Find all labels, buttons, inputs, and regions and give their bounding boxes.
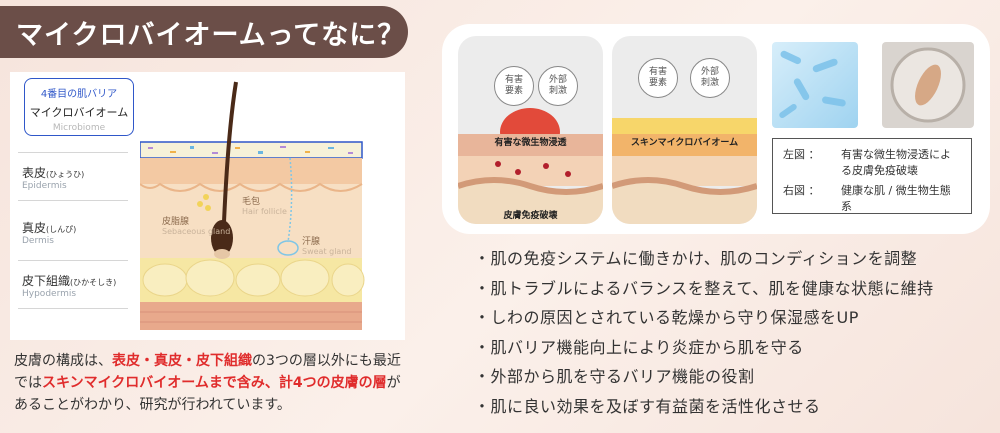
healthy-skin-illustration: 有害 要素 外部 刺激 スキンマイクロバイオーム [612,36,757,224]
harmful-factor-bubble: 有害 要素 [638,58,678,98]
bacteria-image [779,50,846,119]
bacteria-photo [772,42,858,128]
callout-en: Microbiome [52,123,106,133]
layer-label-dermis: 真皮(しんぴ) Dermis [22,221,77,246]
divider [18,308,128,309]
comparison-panel: 有害 要素 外部 刺激 有害な微生物浸透 皮膚免疫破壊 有害 要素 外部 刺激 … [442,24,990,234]
cream-image [882,42,974,128]
damaged-skin-graphic [458,108,603,224]
external-stimulus-bubble: 外部 刺激 [690,58,730,98]
skin-cross-section [140,81,365,330]
layer-label-hypodermis: 皮下組織(ひかそしき) Hypodermis [22,274,117,299]
skin-description: 皮膚の構成は、表皮・真皮・皮下組織の3つの層以外にも最近ではスキンマイクロバイオ… [14,353,401,413]
list-item: 肌バリア機能向上により炎症から肌を守る [474,333,994,363]
list-item: 肌の免疫システムに働きかけ、肌のコンディションを調整 [474,244,994,274]
divider [18,152,128,153]
hair-follicle-tag: 毛包 Hair follicle [242,197,287,216]
list-item: しわの原因とされている乾燥から守り保湿感をUP [474,303,994,333]
comparison-legend: 左図 ： 有害な微生物浸透による皮膚免疫破壊 右図 ： 健康な肌 / 微生物生態… [772,138,972,214]
divider [18,260,128,261]
page-title: マイクロバイオームってなに？ [16,19,406,51]
microbiome-callout: 4番目の肌バリア マイクロバイオーム Microbiome [24,78,134,136]
healthy-skin-graphic [612,118,757,224]
benefit-list: 肌の免疫システムに働きかけ、肌のコンディションを調整 肌トラブルによるバランスを… [474,244,994,421]
list-item: 肌トラブルによるバランスを整えて、肌を健康な状態に維持 [474,274,994,304]
external-stimulus-bubble: 外部 刺激 [538,66,578,106]
sebaceous-gland-tag: 皮脂腺 Sebaceous gland [162,217,231,236]
immune-breakdown-caption: 皮膚免疫破壊 [503,211,558,221]
sweat-gland-tag: 汗腺 Sweat gland [302,237,352,256]
legend-row-left: 左図 ： 有害な微生物浸透による皮膚免疫破壊 [783,148,951,177]
layer-label-epidermis: 表皮(ひょうひ) Epidermis [22,166,85,191]
skin-microbiome-label: スキンマイクロバイオーム [630,138,739,148]
callout-name: マイクロバイオーム [29,106,129,119]
cream-product-photo [882,42,974,128]
damaged-skin-illustration: 有害 要素 外部 刺激 有害な微生物浸透 皮膚免疫破壊 [458,36,603,224]
harmful-factor-bubble: 有害 要素 [494,66,534,106]
list-item: 肌に良い効果を及ぼす有益菌を活性化させる [474,392,994,422]
skin-layer-diagram: 4番目の肌バリア マイクロバイオーム Microbiome 表皮(ひょうひ) E… [10,72,405,340]
divider [18,200,128,201]
callout-number: 4番目の肌バリア [40,89,118,100]
list-item: 外部から肌を守るバリア機能の役割 [474,362,994,392]
title-banner: マイクロバイオームってなに？ [0,6,408,58]
legend-row-right: 右図 ： 健康な肌 / 微生物生態系 [783,184,951,213]
harmful-penetration-label: 有害な微生物浸透 [494,138,567,148]
